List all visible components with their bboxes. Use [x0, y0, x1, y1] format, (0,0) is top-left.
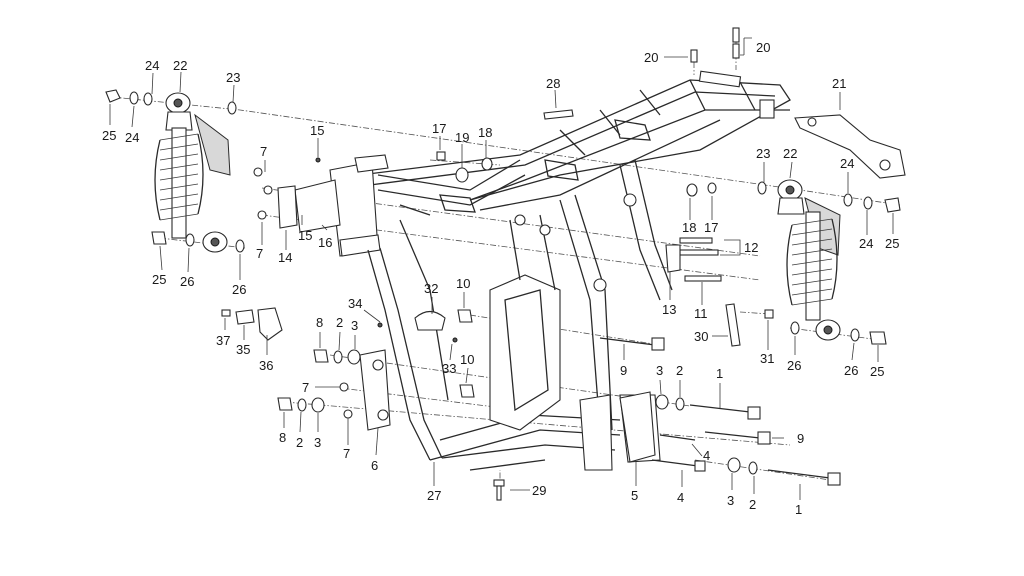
callout-13: 13: [662, 302, 676, 317]
callout-37: 37: [216, 333, 230, 348]
callout-25: 25: [870, 364, 884, 379]
callout-22: 22: [783, 146, 797, 161]
callout-7: 7: [256, 246, 263, 261]
callout-29: 29: [532, 483, 546, 498]
callouts: 20 20 28 21 24 22 23 25 24 15 17 19 18 7…: [102, 40, 899, 517]
callout-1: 1: [716, 366, 723, 381]
callout-10: 10: [460, 352, 474, 367]
callout-18: 18: [478, 125, 492, 140]
callout-8: 8: [316, 315, 323, 330]
callout-25: 25: [885, 236, 899, 251]
callout-34: 34: [348, 296, 362, 311]
callout-3: 3: [656, 363, 663, 378]
callout-1: 1: [795, 502, 802, 517]
callout-9: 9: [620, 363, 627, 378]
callout-7: 7: [260, 144, 267, 159]
left-rear-shock: [154, 92, 231, 253]
callout-24: 24: [859, 236, 873, 251]
callout-28: 28: [546, 76, 560, 91]
callout-32: 32: [424, 281, 438, 296]
callout-7: 7: [302, 380, 309, 395]
callout-20: 20: [644, 50, 658, 65]
callout-16: 16: [318, 235, 332, 250]
callout-19: 19: [455, 130, 469, 145]
callout-17: 17: [432, 121, 446, 136]
callout-26: 26: [180, 274, 194, 289]
main-frame: [329, 70, 791, 471]
callout-33: 33: [442, 361, 456, 376]
callout-22: 22: [173, 58, 187, 73]
callout-4: 4: [703, 448, 710, 463]
callout-5: 5: [631, 488, 638, 503]
callout-31: 31: [760, 351, 774, 366]
callout-2: 2: [336, 315, 343, 330]
callout-27: 27: [427, 488, 441, 503]
callout-26: 26: [844, 363, 858, 378]
callout-3: 3: [727, 493, 734, 508]
callout-3: 3: [314, 435, 321, 450]
bracket-21: [794, 114, 906, 179]
callout-26: 26: [232, 282, 246, 297]
callout-24: 24: [125, 130, 139, 145]
callout-26: 26: [787, 358, 801, 373]
hardware: [105, 27, 901, 501]
callout-12: 12: [744, 240, 758, 255]
callout-20: 20: [756, 40, 770, 55]
callout-11: 11: [694, 306, 708, 321]
callout-36: 36: [259, 358, 273, 373]
callout-18: 18: [682, 220, 696, 235]
callout-15: 15: [298, 228, 312, 243]
callout-24: 24: [145, 58, 159, 73]
callout-9: 9: [797, 431, 804, 446]
callout-4: 4: [677, 490, 684, 505]
callout-7: 7: [343, 446, 350, 461]
callout-24: 24: [840, 156, 854, 171]
callout-25: 25: [102, 128, 116, 143]
callout-3: 3: [351, 318, 358, 333]
callout-2: 2: [676, 363, 683, 378]
callout-25: 25: [152, 272, 166, 287]
leader-lines: [109, 37, 894, 500]
callout-23: 23: [756, 146, 770, 161]
callout-8: 8: [279, 430, 286, 445]
callout-10: 10: [456, 276, 470, 291]
right-rear-shock: [777, 179, 841, 341]
callout-23: 23: [226, 70, 240, 85]
callout-17: 17: [704, 220, 718, 235]
callout-6: 6: [371, 458, 378, 473]
callout-30: 30: [694, 329, 708, 344]
callout-2: 2: [296, 435, 303, 450]
callout-35: 35: [236, 342, 250, 357]
callout-14: 14: [278, 250, 292, 265]
callout-21: 21: [832, 76, 846, 91]
callout-2: 2: [749, 497, 756, 512]
callout-15: 15: [310, 123, 324, 138]
